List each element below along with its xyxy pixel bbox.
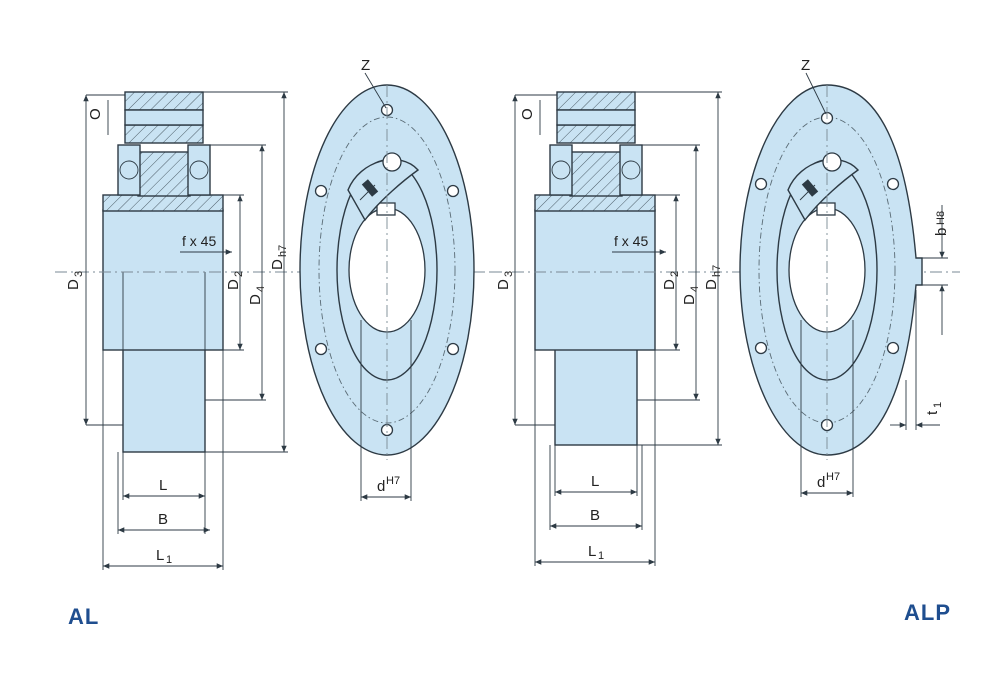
label-bore-sup: H7 — [826, 471, 840, 483]
label-l1-sub: 1 — [166, 554, 172, 566]
label-d2: D — [661, 279, 678, 290]
label-chamfer: f x 45 — [614, 233, 648, 249]
label-dh7: D — [269, 259, 286, 270]
al-front-dimensions: Z d H7 — [360, 57, 412, 501]
label-z: Z — [361, 57, 370, 74]
label-dh7-sub: h7 — [277, 245, 289, 257]
label-d3-sub: 3 — [503, 271, 515, 277]
alp-front-dimensions: Z d H7 b H8 t 1 — [800, 57, 950, 497]
label-l1: L — [156, 547, 164, 564]
al-side-view — [55, 91, 495, 453]
al-side-labels: O D 3 D 2 D 4 D h7 f x 45 L B L 1 — [65, 108, 289, 566]
label-d3-sub: 3 — [73, 271, 85, 277]
label-bore: d — [817, 474, 825, 491]
label-bore: d — [377, 478, 385, 495]
label-d2: D — [225, 279, 242, 290]
label-l: L — [591, 473, 599, 490]
label-bore-sup: H7 — [386, 475, 400, 487]
label-dh7-sub: h7 — [711, 265, 723, 277]
al-side-dimensions — [83, 91, 288, 570]
label-d3: D — [65, 279, 82, 290]
label-l1: L — [588, 543, 596, 560]
label-d4: D — [247, 294, 264, 305]
label-d4: D — [681, 294, 698, 305]
label-b: B — [158, 511, 168, 528]
label-d2-sub: 2 — [669, 271, 681, 277]
model-label-al: AL — [68, 604, 100, 629]
label-l1-sub: 1 — [598, 550, 604, 562]
label-dh7: D — [703, 279, 720, 290]
label-z: Z — [801, 57, 810, 74]
alp-side-labels: O D 3 D 2 D 4 D h7 f x 45 L B L 1 — [495, 108, 723, 562]
alp-side-dimensions — [512, 91, 722, 566]
label-keyway-sup: H8 — [935, 211, 947, 225]
al-front-view — [299, 84, 475, 460]
label-d4-sub: 4 — [689, 286, 701, 292]
label-o: O — [519, 108, 536, 120]
label-chamfer: f x 45 — [182, 233, 216, 249]
label-t1-sub: 1 — [932, 402, 944, 408]
label-o: O — [87, 108, 104, 120]
label-l: L — [159, 477, 167, 494]
label-t1: t — [924, 410, 941, 415]
model-label-alp: ALP — [904, 600, 951, 625]
label-d4-sub: 4 — [255, 286, 267, 292]
label-d2-sub: 2 — [233, 271, 245, 277]
label-keyway: b — [933, 228, 950, 236]
label-b: B — [590, 507, 600, 524]
label-d3: D — [495, 279, 512, 290]
alp-front-view — [739, 84, 923, 460]
